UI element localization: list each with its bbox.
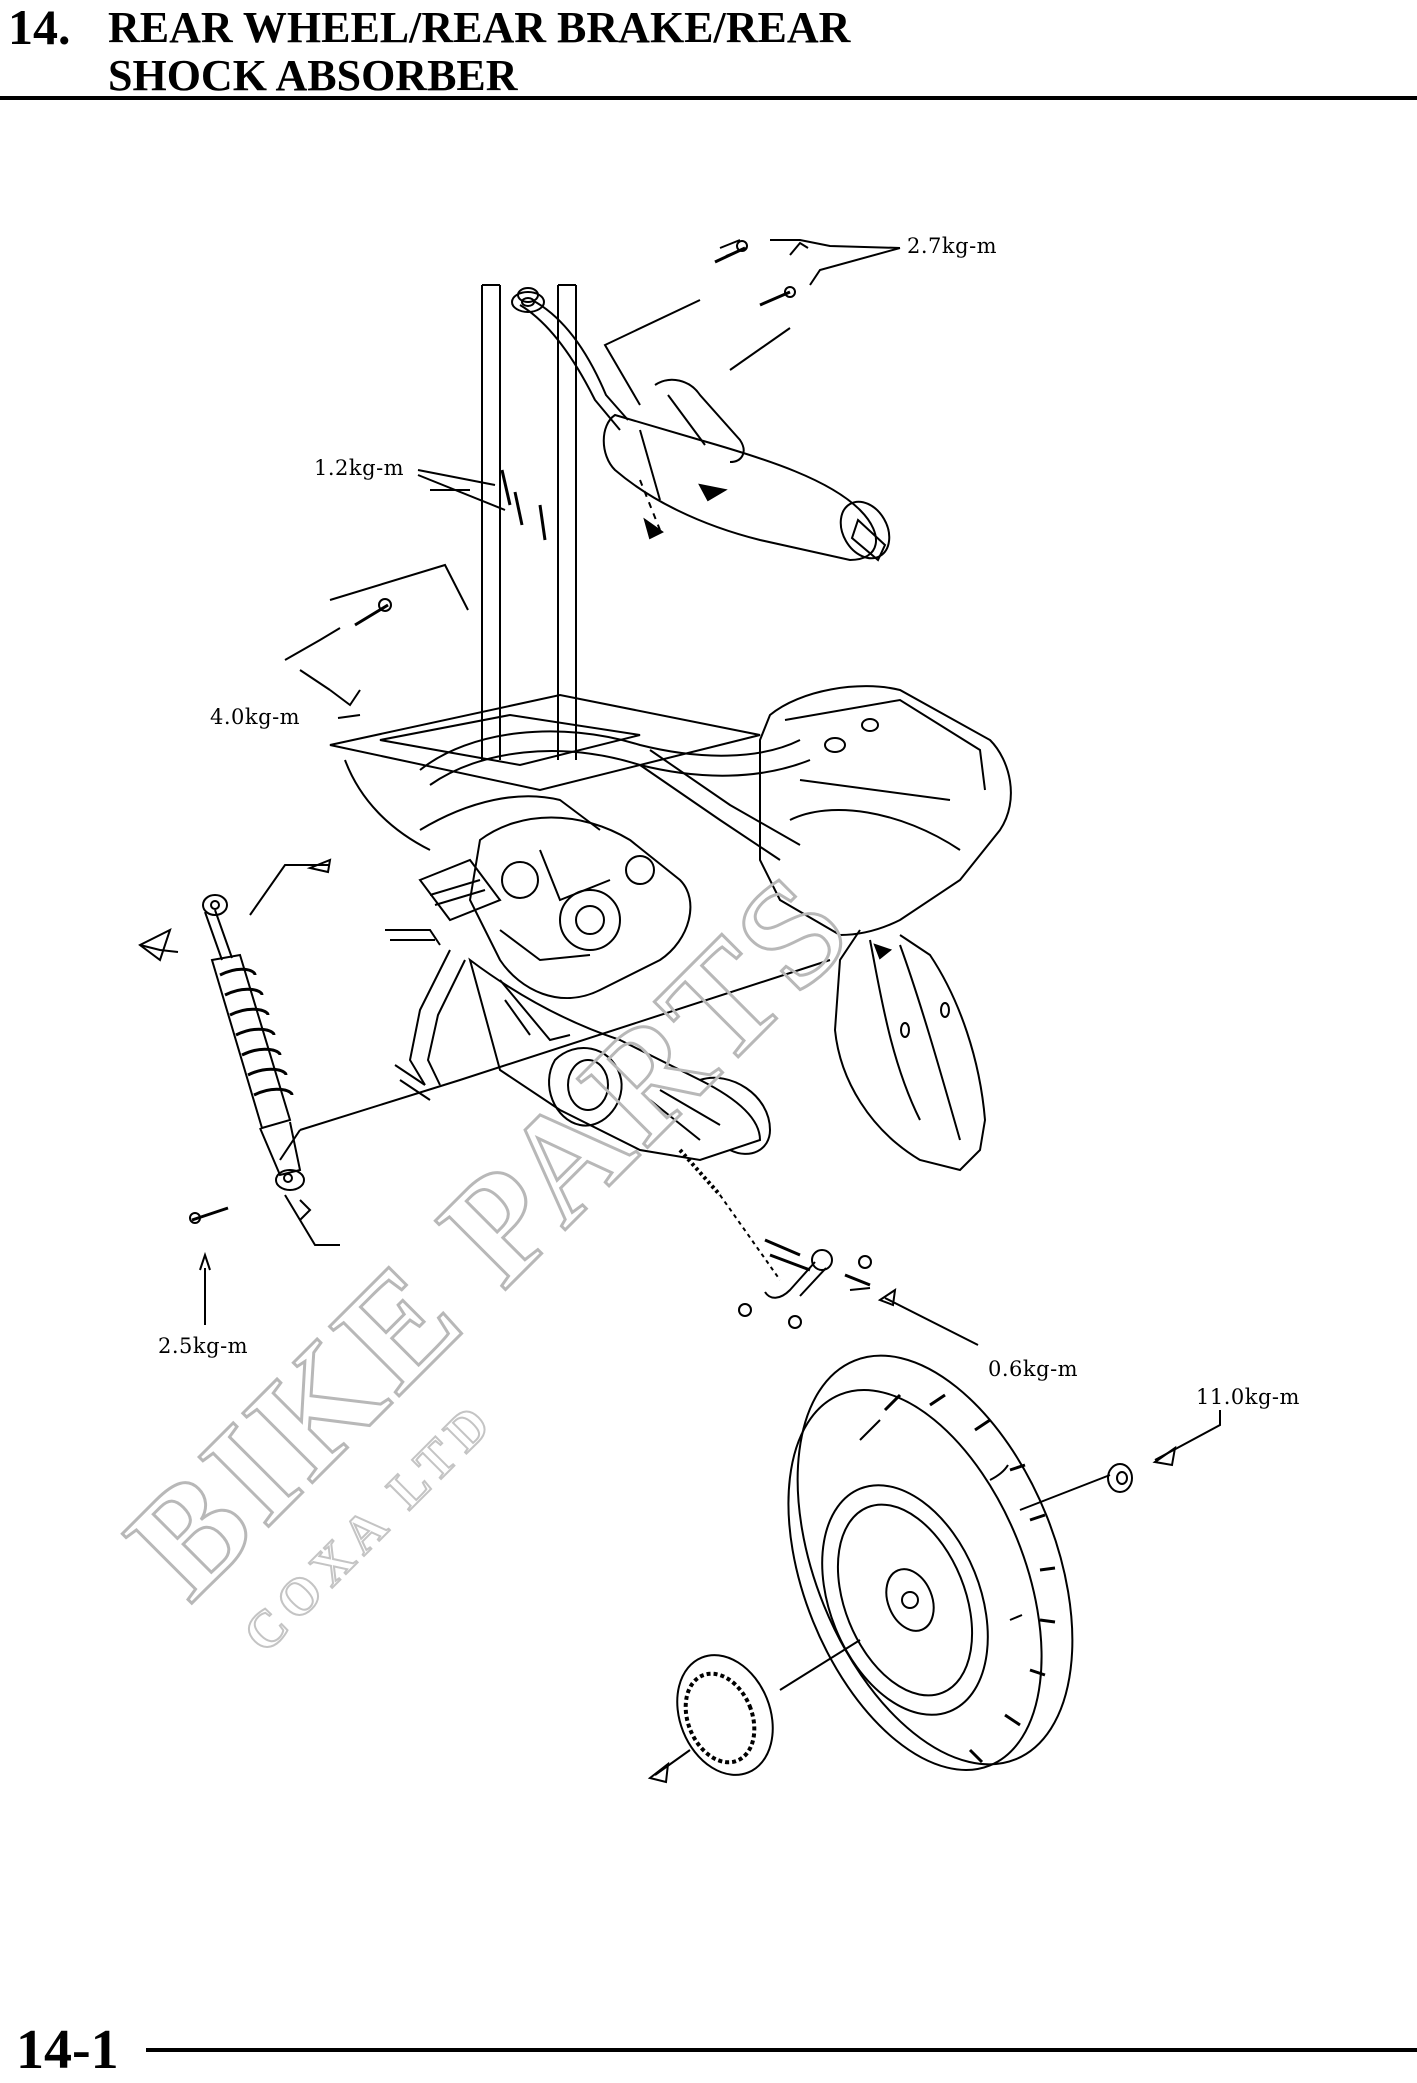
bolt-4.0 bbox=[284, 563, 469, 719]
torque-label-2.5: 2.5kg-m bbox=[158, 1334, 249, 1358]
title-line-2: SHOCK ABSORBER bbox=[108, 51, 518, 100]
rear-wheel bbox=[647, 1354, 1221, 1784]
title-line-1: REAR WHEEL/REAR BRAKE/REAR bbox=[108, 3, 851, 52]
brake-arm-parts bbox=[719, 1194, 979, 1346]
frame-engine-assembly bbox=[279, 685, 1012, 1197]
torque-label-11.0: 11.0kg-m bbox=[1196, 1385, 1300, 1409]
shock-absorber bbox=[138, 858, 340, 1325]
page-number: 14-1 bbox=[16, 2019, 119, 2081]
torque-label-4.0: 4.0kg-m bbox=[210, 705, 301, 729]
torque-label-2.7: 2.7kg-m bbox=[907, 234, 998, 258]
section-number: 14. bbox=[8, 0, 71, 55]
torque-label-1.2: 1.2kg-m bbox=[314, 456, 405, 480]
torque-label-0.6: 0.6kg-m bbox=[988, 1357, 1079, 1381]
watermark-brand: BIKE PARTS bbox=[96, 841, 884, 1629]
page-title: REAR WHEEL/REAR BRAKE/REAR SHOCK ABSORBE… bbox=[108, 4, 850, 100]
muffler bbox=[511, 239, 901, 562]
bolts-1.2 bbox=[417, 469, 547, 541]
footer-rule bbox=[146, 2048, 1417, 2052]
header-rule bbox=[0, 96, 1417, 100]
frame-guide-posts bbox=[481, 284, 577, 760]
